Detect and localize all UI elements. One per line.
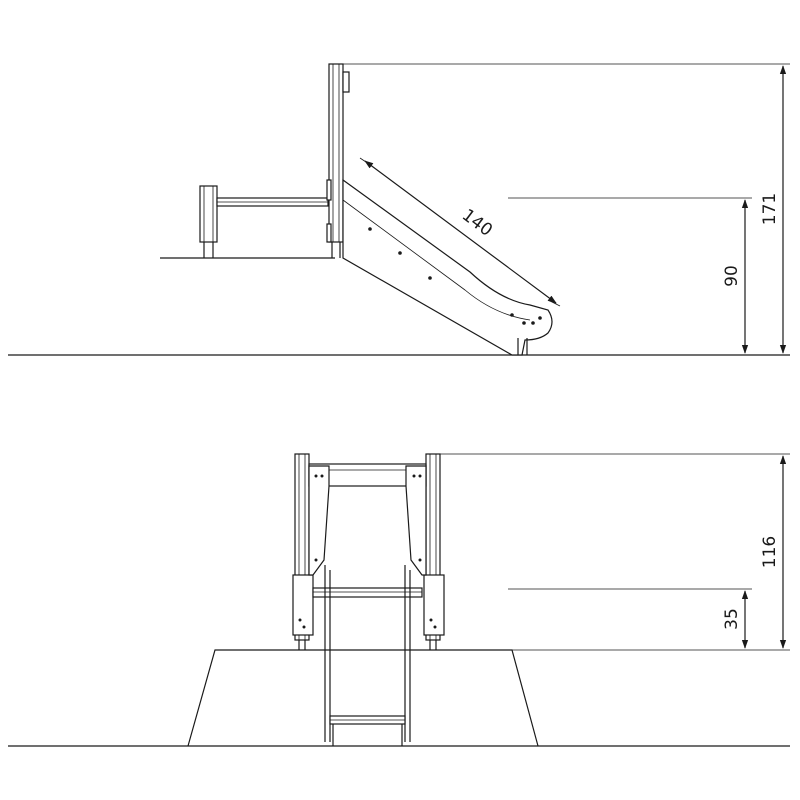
side-total-height-dimension: 171: [343, 63, 790, 354]
platform-height-label: 90: [722, 265, 742, 287]
slide-length-label: 140: [458, 205, 496, 241]
step-height-dimension: 35: [508, 588, 752, 649]
platform-height-dimension: 90: [508, 197, 752, 354]
front-slide-chute: [324, 565, 411, 746]
side-handrail: [216, 197, 329, 207]
front-view: 116 35: [8, 453, 790, 747]
rear-post: [199, 185, 218, 258]
entry-side-panels: [308, 465, 427, 576]
front-right-post: [423, 453, 445, 650]
front-total-height-dimension: 116: [440, 453, 790, 651]
slide-chute: [342, 178, 553, 356]
front-bolts: [298, 618, 437, 629]
step-height-label: 35: [722, 608, 742, 630]
side-view: 140 171 90: [8, 63, 790, 356]
front-left-post: [292, 453, 314, 650]
platform-trapezoid: [187, 649, 539, 747]
tall-post: [326, 63, 350, 258]
side-total-height-label: 171: [760, 193, 780, 225]
entry-step-bar: [312, 587, 423, 598]
front-total-height-label: 116: [760, 536, 780, 568]
